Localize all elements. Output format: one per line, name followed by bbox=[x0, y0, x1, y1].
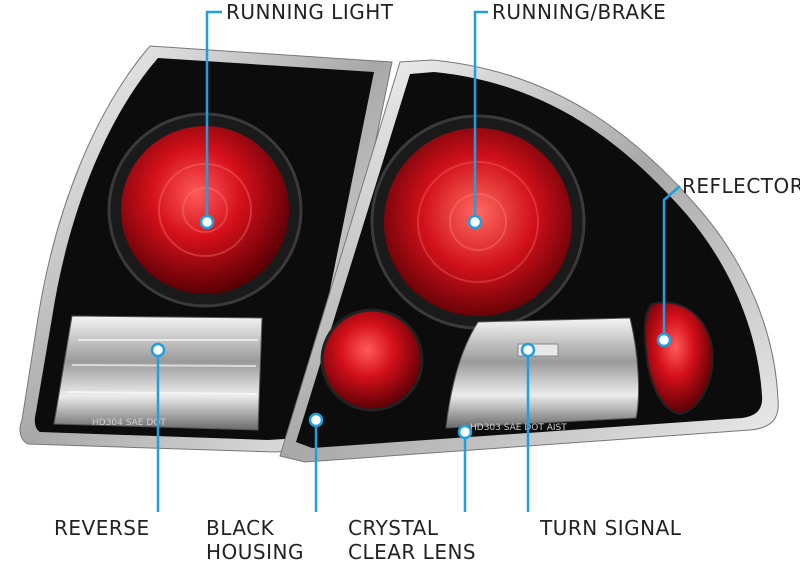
label-black-housing-2: HOUSING bbox=[206, 540, 304, 564]
callout-running-light bbox=[205, 10, 222, 222]
callout-dots bbox=[150, 214, 672, 440]
label-black-housing-1: BLACK bbox=[206, 516, 275, 540]
left-lens-marking: HD304 SAE DOT bbox=[92, 418, 166, 428]
turn-signal-lens bbox=[445, 317, 639, 429]
reflector-lens bbox=[643, 301, 714, 416]
running-light-lens bbox=[121, 126, 289, 294]
label-crystal-lens-1: CRYSTAL bbox=[348, 516, 439, 540]
label-reverse: REVERSE bbox=[54, 516, 150, 540]
label-running-brake: RUNNING/BRAKE bbox=[492, 0, 667, 24]
callout-lines bbox=[156, 10, 681, 512]
round-red-lens bbox=[320, 308, 424, 412]
callout-reflector bbox=[662, 185, 681, 340]
callout-running-brake bbox=[473, 10, 488, 222]
label-running-light: RUNNING LIGHT bbox=[226, 0, 394, 24]
label-turn-signal: TURN SIGNAL bbox=[540, 516, 682, 540]
label-crystal-lens-2: CLEAR LENS bbox=[348, 540, 477, 564]
label-reflector: REFLECTOR bbox=[682, 174, 800, 198]
right-lens-marking: HD303 SAE DOT AIST bbox=[470, 423, 567, 433]
